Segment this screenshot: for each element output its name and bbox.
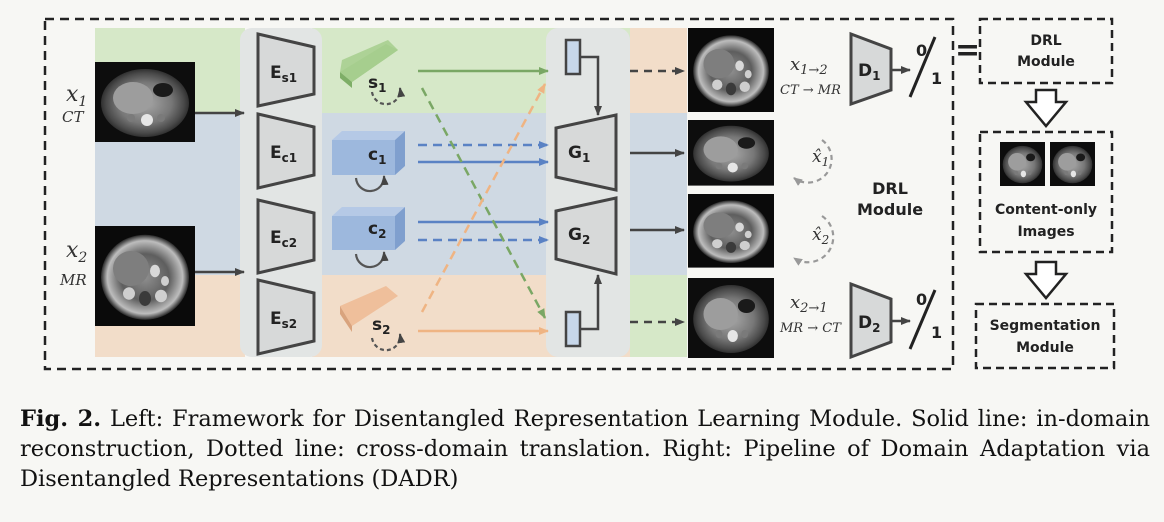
d1-output-0: 0 xyxy=(916,41,927,60)
arrow-style-to-g2 xyxy=(580,274,602,331)
cycle-c2 xyxy=(354,251,389,269)
input-mr-image xyxy=(95,226,195,326)
x2to1-label: x2→1 xyxy=(790,292,828,316)
figure-caption: Fig. 2. Left: Framework for Disentangled… xyxy=(20,404,1150,494)
style-box-top xyxy=(564,38,582,76)
encoder-es2 xyxy=(256,278,316,356)
style-box-bottom xyxy=(564,310,582,348)
framework-diagram: x1 CT x2 MR Es1 Ec1 Ec2 Es2 s1 c1 c2 s2 xyxy=(43,17,1116,371)
arrow-s1-cross xyxy=(420,87,547,319)
cycle-s2 xyxy=(370,333,406,352)
encoder-ec1-label: Ec1 xyxy=(270,143,297,165)
cycle-x1hat xyxy=(793,139,833,186)
code-s1 xyxy=(340,40,398,88)
drl-module-frame xyxy=(43,17,955,371)
pipeline-content-box xyxy=(978,130,1114,254)
equals-sign: = xyxy=(955,33,980,68)
generator-g1-label: G1 xyxy=(568,143,590,165)
encoder-es2-label: Es2 xyxy=(270,309,297,331)
d1-output-1: 1 xyxy=(931,69,942,88)
pipeline-seg-line1: Segmentation xyxy=(990,318,1101,334)
x2-label: x2 xyxy=(66,238,87,266)
pipeline-drl-line2: Module xyxy=(1017,54,1075,70)
generator-g2 xyxy=(554,196,618,276)
d2-output-1: 1 xyxy=(931,323,942,342)
encoder-ec2-label: Ec2 xyxy=(270,228,297,250)
content-only-image-2 xyxy=(1050,142,1095,186)
encoder-ec2 xyxy=(256,198,316,275)
pipeline-arrow-2 xyxy=(1023,260,1069,300)
band-green-right-bottom xyxy=(630,275,687,357)
d2-output-0: 0 xyxy=(916,290,927,309)
pipeline-drl-line1: DRL xyxy=(1030,33,1061,49)
drl-center-label-line2: Module xyxy=(857,200,923,219)
code-s2 xyxy=(340,286,398,332)
encoder-ec1 xyxy=(256,112,316,190)
x2-modality: MR xyxy=(59,271,87,289)
encoder-es1 xyxy=(256,32,316,108)
drl-center-label-line1: DRL xyxy=(872,179,908,198)
discriminator-d1-label: D1 xyxy=(858,61,880,83)
pipeline-arrow-1 xyxy=(1023,88,1069,128)
generator-g2-label: G2 xyxy=(568,225,590,247)
code-c1-label: c1 xyxy=(368,145,386,167)
x1-modality: CT xyxy=(62,108,84,126)
arrow-style-to-g1 xyxy=(580,55,602,116)
output-x2-recon-image xyxy=(688,194,774,268)
d2-slash xyxy=(908,289,937,350)
discriminator-d2 xyxy=(849,281,893,360)
arrow-s2-cross xyxy=(420,83,547,313)
input-ct-image xyxy=(95,62,195,142)
caption-label: Fig. 2. xyxy=(20,406,102,432)
cycle-c1 xyxy=(354,175,389,193)
x2hat-label: x̂2 xyxy=(812,225,829,247)
cycle-s1 xyxy=(370,87,406,106)
code-c2 xyxy=(332,207,405,250)
x1to2-caption: CT → MR xyxy=(780,83,841,98)
code-c1 xyxy=(332,131,405,175)
caption-text: Left: Framework for Disentangled Represe… xyxy=(20,406,1150,492)
code-c2-label: c2 xyxy=(368,219,386,241)
encoder-column xyxy=(240,28,322,357)
encoder-es1-label: Es1 xyxy=(270,63,297,85)
x1to2-label: x1→2 xyxy=(790,54,828,78)
x1hat-label: x̂1 xyxy=(812,147,829,169)
pipeline-seg-box xyxy=(974,302,1116,370)
code-s1-label: s1 xyxy=(368,73,386,95)
cycle-x2hat xyxy=(793,215,835,266)
pipeline-content-line2: Images xyxy=(1017,224,1074,240)
pipeline-content-line1: Content-only xyxy=(995,202,1097,218)
pipeline-seg-line2: Module xyxy=(1016,340,1074,356)
pipeline-drl-box xyxy=(978,17,1114,85)
generator-g1 xyxy=(554,113,618,192)
discriminator-d2-label: D2 xyxy=(858,313,880,335)
generator-column xyxy=(546,28,630,357)
code-s2-label: s2 xyxy=(372,315,390,337)
d1-slash xyxy=(908,36,937,98)
x1-label: x1 xyxy=(66,82,87,110)
output-x2to1-image xyxy=(688,278,774,358)
content-only-image-1 xyxy=(1000,142,1045,186)
discriminator-d1 xyxy=(849,31,893,107)
band-blue-right xyxy=(630,113,687,275)
output-x1to2-image xyxy=(688,28,774,112)
output-x1-recon-image xyxy=(688,120,774,186)
x2to1-caption: MR → CT xyxy=(779,321,842,336)
